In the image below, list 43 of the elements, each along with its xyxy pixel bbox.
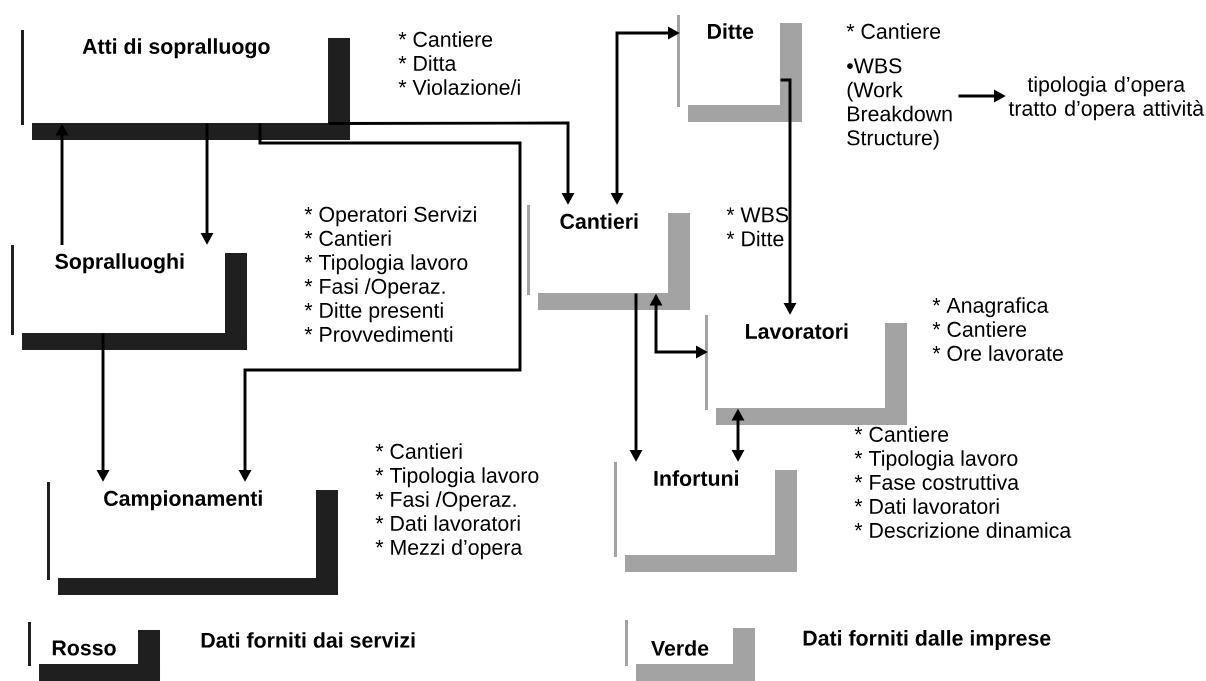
data-list: * Cantiere * Tipologia lavoro * Fase costruttiva * Dati lavoratori * Descrizione dinamica bbox=[854, 426, 1072, 538]
note-text: •WBS (Work Breakdown Structure) bbox=[847, 58, 952, 150]
data-list: * Cantiere * Ditta * Violazione/i bbox=[398, 31, 520, 95]
data-box: Sopralluoghi bbox=[11, 245, 247, 350]
node-label: * Fasi /Operaz. bbox=[375, 491, 516, 512]
node-label: * Cantieri bbox=[304, 230, 391, 246]
note-text: tipologia d’opera tratto d’opera attività bbox=[1008, 76, 1205, 121]
node-label: * Ditte presenti bbox=[304, 302, 443, 323]
node-label: * Provvedimenti bbox=[304, 326, 453, 342]
data-list: * WBS * Ditte bbox=[726, 207, 789, 247]
node-label: * Fase costruttiva bbox=[854, 474, 1020, 490]
data-list: * Cantiere bbox=[846, 23, 941, 39]
node-label: Lavoratori bbox=[746, 323, 848, 339]
data-list: * Anagrafica * Cantiere * Ore lavorate bbox=[932, 297, 1063, 361]
legend-key-label: Verde bbox=[651, 640, 709, 656]
node-label: * Tipologia lavoro bbox=[375, 467, 539, 488]
data-list: * Cantieri * Tipologia lavoro * Fasi /Operaz. * Dati lavoratori * Mezzi d’opera bbox=[375, 443, 539, 560]
node-label: Infortuni bbox=[654, 470, 739, 486]
data-box: Lavoratori bbox=[705, 315, 907, 425]
node-label: * Cantiere bbox=[854, 426, 949, 442]
node-label: Ditte bbox=[707, 23, 754, 39]
data-box: Ditte bbox=[677, 15, 802, 122]
node-label: Campionamenti bbox=[104, 490, 262, 511]
node-label: * Cantieri bbox=[375, 443, 462, 459]
node-label: Sopralluoghi bbox=[55, 253, 184, 274]
legend-text: Dati forniti dalle imprese bbox=[803, 630, 1051, 650]
node-label: Cantieri bbox=[560, 213, 638, 229]
node-label: * Fasi /Operaz. bbox=[304, 278, 445, 299]
data-box: Infortuni bbox=[614, 462, 797, 572]
node-label: * Tipologia lavoro bbox=[304, 254, 468, 275]
legend-text: Dati forniti dai servizi bbox=[201, 632, 415, 648]
node-label: * Dati lavoratori bbox=[854, 498, 999, 514]
node-label: * Operatori Servizi bbox=[304, 206, 476, 227]
node-label: * Mezzi d’opera bbox=[375, 539, 523, 560]
data-box: Atti di sopralluogo bbox=[21, 30, 350, 140]
data-box: Cantieri bbox=[527, 205, 690, 310]
data-list: * Operatori Servizi * Cantieri * Tipologia lavoro * Fasi /Operaz. * Ditte presenti * Provvedimenti bbox=[304, 206, 476, 342]
node-label: * Tipologia lavoro bbox=[854, 450, 1018, 471]
node-label: * Dati lavoratori bbox=[375, 515, 520, 531]
data-box: Campionamenti bbox=[47, 482, 338, 595]
node-label: Atti di sopralluogo bbox=[82, 38, 270, 59]
legend-key-label: Rosso bbox=[52, 640, 116, 656]
node-label: * Descrizione dinamica bbox=[854, 522, 1072, 538]
